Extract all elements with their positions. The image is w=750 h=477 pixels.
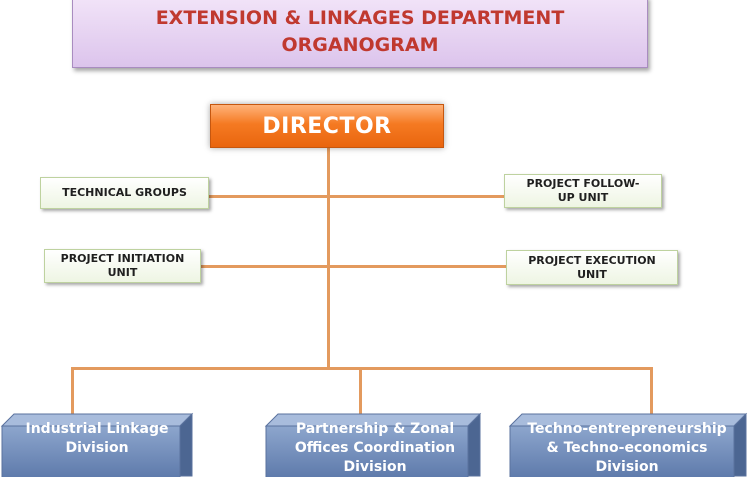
- connector-project-execution: [328, 265, 506, 268]
- industrial-division-shape: [0, 412, 194, 477]
- connector-industrial-drop: [71, 367, 74, 419]
- organogram-title: EXTENSION & LINKAGES DEPARTMENT ORGANOGR…: [72, 0, 648, 68]
- title-line-1: EXTENSION & LINKAGES DEPARTMENT: [155, 7, 565, 29]
- connector-project-initiation: [201, 265, 329, 268]
- industrial-division-label: Industrial Linkage Division: [25, 421, 169, 456]
- connector-techno-drop: [650, 367, 653, 419]
- project-followup-box: PROJECT FOLLOW-UP UNIT: [504, 174, 662, 208]
- project-execution-box: PROJECT EXECUTION UNIT: [506, 250, 678, 285]
- techno-division-label: Techno-entrepreneurship & Techno-economi…: [527, 421, 727, 475]
- connector-partnership-drop: [359, 367, 362, 419]
- techno-division-shape: [508, 412, 748, 477]
- connector-vertical-main: [327, 148, 330, 369]
- title-line-2: ORGANOGRAM: [281, 34, 439, 56]
- partnership-division-label: Partnership & Zonal Offices Coordination…: [294, 421, 456, 475]
- technical-groups-label: TECHNICAL GROUPS: [62, 186, 187, 199]
- project-execution-label: PROJECT EXECUTION UNIT: [528, 253, 656, 281]
- project-initiation-label: PROJECT INITIATION UNIT: [60, 252, 185, 279]
- technical-groups-box: TECHNICAL GROUPS: [40, 177, 209, 209]
- project-initiation-box: PROJECT INITIATION UNIT: [44, 249, 201, 283]
- connector-technical-groups: [209, 195, 329, 198]
- director-box: DIRECTOR: [210, 104, 444, 148]
- project-followup-label: PROJECT FOLLOW-UP UNIT: [526, 177, 640, 204]
- connector-division-bus: [71, 367, 653, 370]
- partnership-division-shape: [264, 412, 482, 477]
- connector-project-followup: [328, 195, 505, 198]
